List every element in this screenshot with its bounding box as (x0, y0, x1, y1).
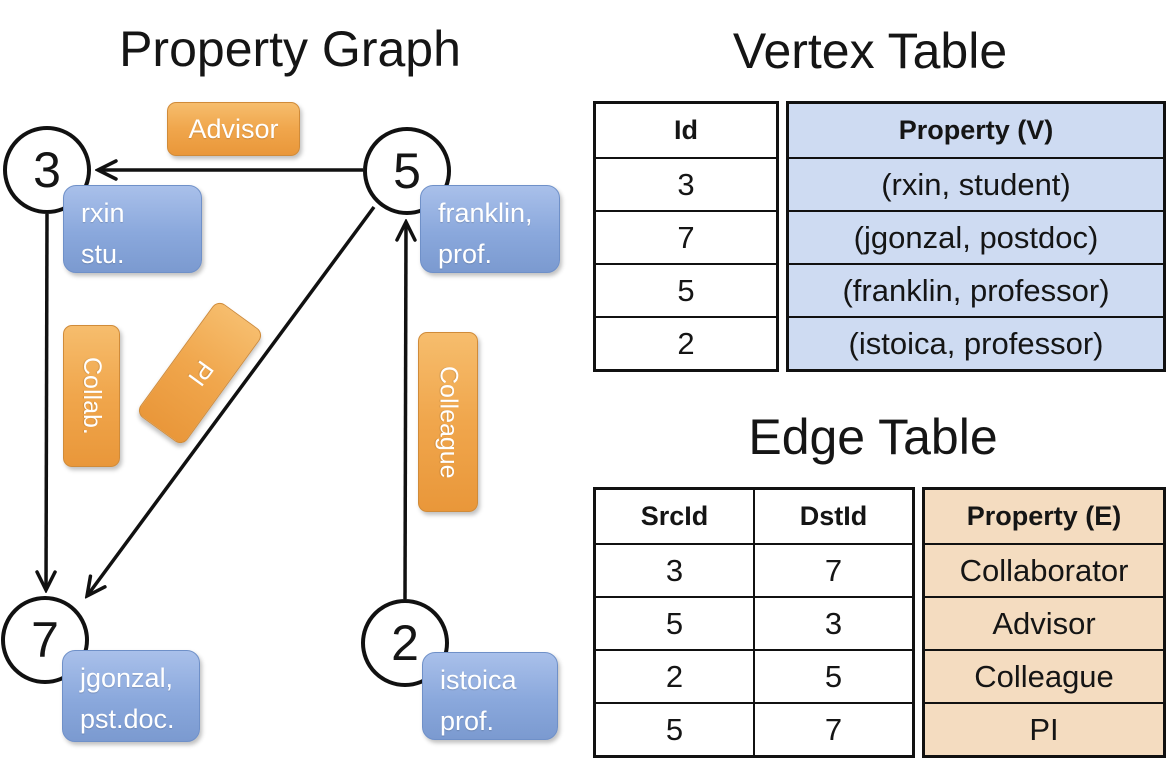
graph-edges-canvas (0, 0, 585, 760)
table-cell: (franklin, professor) (789, 263, 1163, 316)
vertex-id-5: 5 (393, 143, 421, 199)
table-cell: 5 (596, 263, 776, 316)
table-cell: Colleague (925, 649, 1163, 702)
table-cell: 7 (596, 210, 776, 263)
table-cell: 2 (665, 658, 684, 694)
vertex-table-property-column: Property (V) (rxin, student) (jgonzal, p… (786, 101, 1166, 372)
edge-collaborator-3-to-7 (46, 213, 47, 590)
vertex-table-title: Vertex Table (732, 23, 1008, 79)
edge-table-property-column: Property (E) Collaborator Advisor Collea… (922, 487, 1166, 758)
table-cell: 3 (753, 598, 912, 649)
table-cell: Advisor (925, 596, 1163, 649)
edge-table-srcid-header: SrcId (640, 501, 709, 531)
table-cell: 3 (665, 552, 684, 588)
table-cell: 7 (753, 545, 912, 596)
edge-label-colleague: Colleague (418, 332, 478, 512)
vertex-property-istoica: istoica prof. (422, 652, 558, 740)
edge-table-dstid-header: DstId (753, 490, 912, 543)
vertex-property-franklin: franklin, prof. (420, 185, 560, 273)
table-cell: 3 (596, 157, 776, 210)
edge-label-advisor: Advisor (167, 102, 300, 156)
vertex-property-jgonzal: jgonzal, pst.doc. (62, 650, 200, 742)
vertex-id-3: 3 (33, 142, 61, 198)
table-cell: 2 (596, 316, 776, 369)
vertex-table-id-header: Id (674, 115, 698, 145)
property-graph-title: Property Graph (119, 21, 461, 77)
table-cell: (jgonzal, postdoc) (789, 210, 1163, 263)
table-cell: (istoica, professor) (789, 316, 1163, 369)
table-cell: 5 (665, 605, 684, 641)
edge-label-collab: Collab. (63, 325, 120, 467)
table-cell: PI (925, 702, 1163, 755)
edge-pi-5-to-7 (87, 205, 376, 596)
table-cell: 5 (753, 651, 912, 702)
vertex-table: Id 3 7 5 2 Property (V) (rxin, student) … (593, 101, 1166, 372)
vertex-table-id-column: Id 3 7 5 2 (593, 101, 779, 372)
table-cell: 7 (753, 704, 912, 755)
edge-table-title: Edge Table (748, 409, 998, 465)
edge-table: SrcId DstId 3 7 5 3 2 5 5 7 Property (E)… (593, 487, 1166, 758)
table-cell: 5 (665, 711, 684, 747)
vertex-table-property-header: Property (V) (898, 115, 1054, 145)
vertex-id-2: 2 (391, 615, 419, 671)
vertex-property-rxin: rxin stu. (63, 185, 202, 273)
table-cell: Collaborator (925, 543, 1163, 596)
edge-table-property-header: Property (E) (966, 501, 1122, 531)
vertex-id-7: 7 (31, 612, 59, 668)
edge-table-src-dst-columns: SrcId DstId 3 7 5 3 2 5 5 7 (593, 487, 915, 758)
table-cell: (rxin, student) (789, 157, 1163, 210)
edge-colleague-2-to-5 (405, 222, 406, 600)
vertex-node-2: 2 (361, 599, 449, 687)
vertex-node-5: 5 (363, 127, 451, 215)
